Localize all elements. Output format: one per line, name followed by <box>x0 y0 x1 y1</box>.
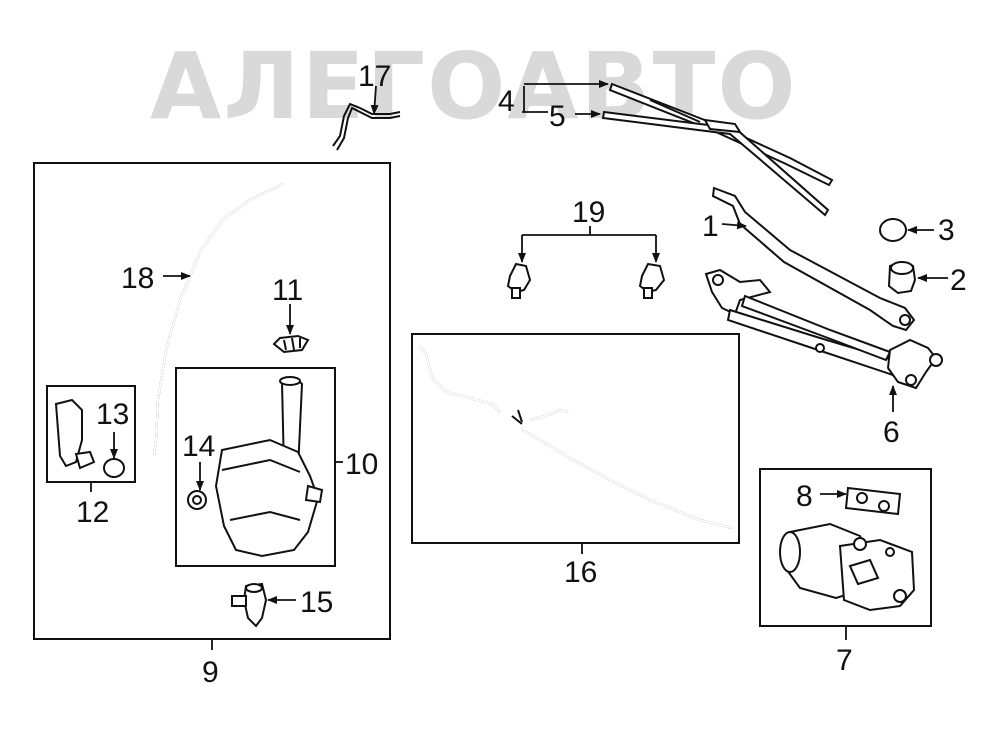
part-16-washer-hose <box>419 345 733 529</box>
callout-10: 10 <box>345 448 378 481</box>
part-1-wiper-arm <box>711 186 916 332</box>
callout-19: 19 <box>572 196 605 229</box>
callout-13: 13 <box>96 398 129 431</box>
callout-11: 11 <box>272 274 303 307</box>
part-19-washer-nozzle-left <box>506 262 532 299</box>
callout-4: 4 <box>498 85 515 118</box>
callout-18: 18 <box>121 262 154 295</box>
part-10-washer-reservoir <box>214 376 324 558</box>
callout-8: 8 <box>796 480 813 513</box>
callout-12: 12 <box>76 496 109 529</box>
part-13-seal <box>103 458 125 478</box>
callout-17: 17 <box>358 60 391 93</box>
part-15-washer-pump <box>231 582 268 628</box>
part-7-wiper-motor <box>779 522 916 612</box>
part-17-hose-clip <box>332 102 401 151</box>
leader-lines <box>90 80 948 650</box>
part-11-filler-cap <box>272 334 310 354</box>
callout-9: 9 <box>202 656 219 689</box>
group-box-10 <box>175 367 336 567</box>
callout-3: 3 <box>938 214 955 247</box>
group-box-16 <box>411 333 740 544</box>
part-8-gasket <box>844 486 902 516</box>
part-12-washer-pump <box>54 398 96 470</box>
callout-14: 14 <box>182 430 215 463</box>
callout-15: 15 <box>300 586 333 619</box>
callout-16: 16 <box>564 556 597 589</box>
part-2-nut <box>887 260 917 295</box>
callout-5: 5 <box>549 100 566 133</box>
callout-7: 7 <box>836 644 853 677</box>
callout-1: 1 <box>702 210 719 243</box>
part-14-grommet <box>187 490 207 510</box>
callout-2: 2 <box>950 264 967 297</box>
part-6-wiper-linkage <box>704 268 943 390</box>
part-5-wiper-blade <box>601 110 830 217</box>
part-18-washer-hose <box>153 183 284 457</box>
callout-numbers: 17 4 5 1 3 2 6 19 18 11 13 14 10 15 12 9… <box>76 60 967 689</box>
part-3-cap <box>879 218 907 242</box>
part-19-washer-nozzle-right <box>638 262 666 299</box>
callout-6: 6 <box>883 416 900 449</box>
